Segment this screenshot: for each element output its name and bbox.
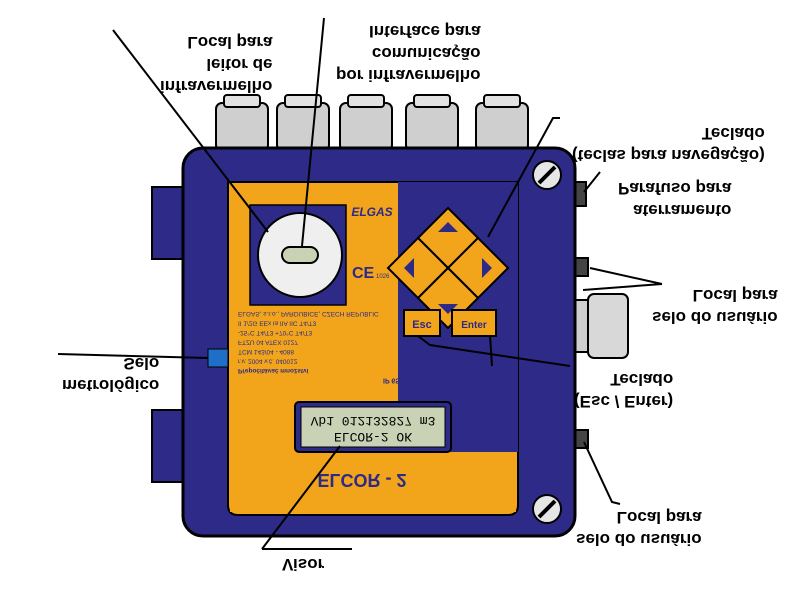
label-metrology-seal-line-1: Selo: [123, 354, 160, 373]
corner-screw-bottom: [532, 494, 562, 524]
label-infrared-reader-line-1: Local para: [187, 33, 273, 52]
label-keypad-nav-line-1: Teclado: [701, 124, 765, 143]
infrared-port: [281, 246, 319, 264]
label-metrology-seal-line-2: metrológico: [62, 376, 160, 395]
mounting-ear-bottom: [151, 409, 187, 483]
cable-gland: [339, 94, 393, 152]
nameplate-line: -25°C T4/T3 +70°C T4/T3: [238, 329, 313, 337]
nameplate-line: FTZU 04 ATEX 0127: [238, 339, 298, 346]
leader-user-seal-top-b: [582, 283, 663, 291]
label-ground-screw-line-1: Parafuso para: [618, 179, 732, 198]
label-keypad-esc-enter-line-2: (Esc / Enter): [574, 392, 674, 411]
cable-glands: [215, 94, 529, 152]
label-user-seal-top-line-2: selo do usuário: [652, 308, 778, 327]
label-ground-screw: aterramento Parafuso para: [618, 177, 731, 221]
cable-gland: [475, 94, 529, 152]
leader-metrology-seal: [57, 353, 209, 359]
ce-mark: CE: [352, 265, 375, 282]
label-infrared-interface-line-2: comunicação: [371, 44, 481, 63]
label-ground-screw-line-2: aterramento: [633, 201, 732, 220]
ce-number: 1026: [376, 274, 390, 280]
nameplate: ELGAS, s.r.o., PARDUBICE, CZECH REPUBLIC…: [238, 310, 399, 384]
nameplate-line: Přepočítávač množství: [238, 367, 309, 374]
label-display: Visor: [282, 553, 324, 575]
enter-key[interactable]: [451, 309, 497, 337]
esc-key[interactable]: [403, 309, 441, 337]
label-infrared-reader-line-2: leitor de: [206, 55, 273, 74]
leader-infrared-interface: [301, 17, 325, 247]
label-user-seal-top: selo do usuário Local para: [652, 284, 778, 328]
panel-bottom-band: [230, 452, 516, 512]
label-infrared-interface-line-3: por infravermelho: [336, 66, 481, 85]
leader-display-a: [261, 445, 341, 550]
label-user-seal-top-line-1: Local para: [692, 286, 778, 305]
label-keypad-esc-enter: (Esc / Enter) Teclado: [574, 368, 673, 412]
label-display-line-1: Visor: [282, 555, 325, 574]
label-infrared-interface-line-1: Interface para: [369, 22, 481, 41]
nameplate-line: II 1/2G EEx ia IIA IIC T4/T3: [238, 320, 317, 327]
leader-lines: [57, 17, 663, 550]
nameplate-line: TCM 143/04 - 4088: [238, 348, 294, 355]
display-screen: [300, 406, 446, 448]
cable-gland: [276, 94, 330, 152]
label-user-seal-bottom-line-1: Local para: [616, 508, 702, 527]
leader-keypad-esc-b: [489, 334, 493, 367]
label-keypad-esc-enter-line-1: Teclado: [610, 370, 674, 389]
nameplate-line: r.v. 2004 v.č. 040012: [238, 358, 298, 365]
leader-infrared-reader: [112, 29, 269, 233]
cable-gland: [215, 94, 269, 152]
display-line-2: Vb1 012132827 m3: [311, 413, 436, 428]
mounting-ear-top: [151, 186, 187, 260]
nameplate-line: ELGAS, s.r.o., PARDUBICE, CZECH REPUBLIC: [238, 310, 379, 317]
leader-ground-screw: [583, 171, 601, 193]
label-infrared-interface: por infravermelho comunicação Interface …: [336, 20, 481, 86]
label-keypad-nav: (teclas para navegação) Teclado: [572, 122, 765, 166]
label-keypad-nav-line-2: (teclas para navegação): [572, 146, 765, 165]
brand-logo: ELGAS: [351, 205, 392, 219]
label-infrared-reader-line-3: infravermelho: [160, 77, 273, 96]
leader-keypad-esc-a: [417, 335, 571, 367]
leader-keypad-nav: [487, 117, 560, 238]
label-user-seal-bottom-line-2: selo do usuário: [576, 530, 702, 549]
enter-key-label: Enter: [461, 320, 487, 331]
display-line-1: ELCOR-2 OK: [334, 429, 412, 444]
corner-screw-top: [532, 160, 562, 190]
leader-user-seal-top-a: [589, 267, 663, 285]
navigation-keypad: [386, 206, 510, 330]
cable-gland: [405, 94, 459, 152]
nameplate-line: IP 65: [383, 377, 399, 384]
esc-key-label: Esc: [412, 319, 432, 331]
side-gland: [567, 293, 629, 359]
label-metrology-seal: metrológico Selo: [62, 352, 159, 396]
label-user-seal-bottom: selo do usuário Local para: [576, 506, 702, 550]
metrology-seal-marker: [207, 348, 229, 368]
leader-user-seal-bottom: [583, 441, 621, 505]
label-infrared-reader: infravermelho leitor de Local para: [160, 31, 272, 97]
model-name: ELCOR - 2: [317, 470, 406, 490]
